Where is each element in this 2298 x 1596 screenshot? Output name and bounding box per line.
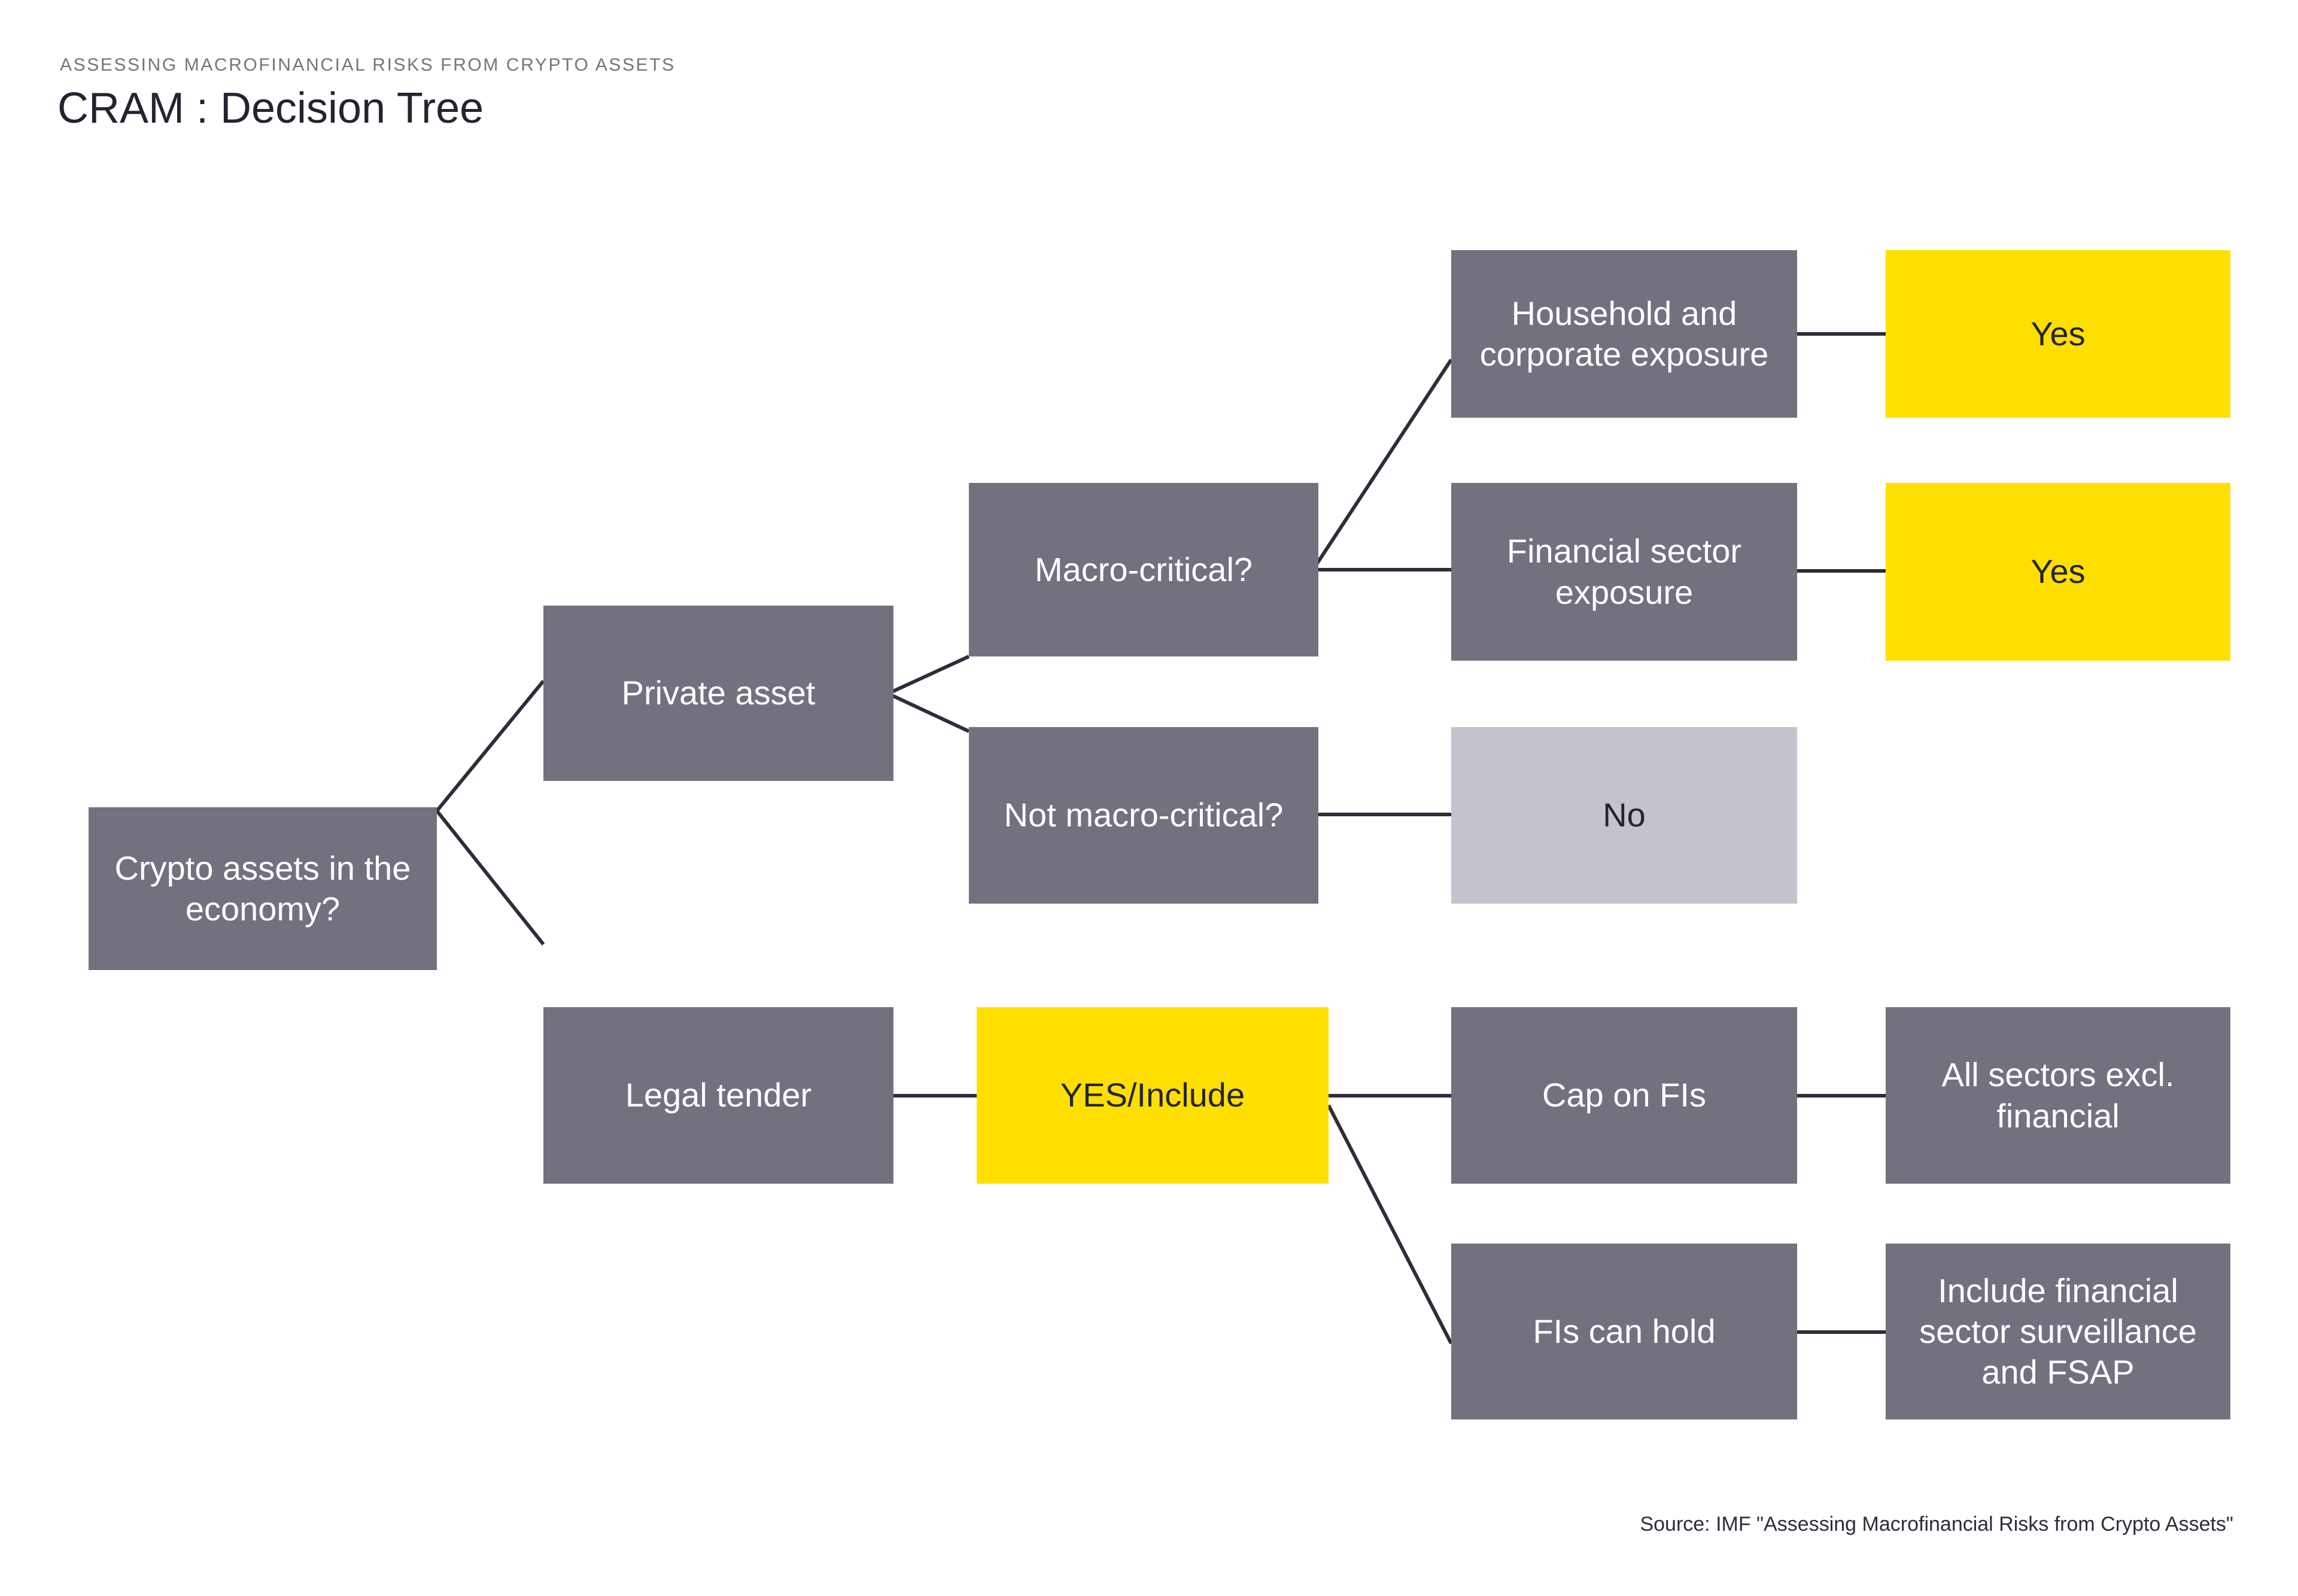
connector-yes-include-to-fis-can-hold — [1327, 1104, 1453, 1345]
node-household-exposure[interactable]: Household and corporate exposure — [1451, 250, 1797, 418]
source-note: Source: IMF "Assessing Macrofinancial Ri… — [1640, 1513, 2233, 1536]
node-include-fsap[interactable]: Include financial sector surveillance an… — [1886, 1244, 2230, 1419]
connector-private-asset-to-macro-critical — [887, 655, 970, 695]
node-cap-on-fis[interactable]: Cap on FIs — [1451, 1007, 1797, 1184]
node-label: Private asset — [621, 674, 816, 712]
node-label: YES/Include — [1060, 1076, 1245, 1114]
node-label: Yes — [2030, 314, 2086, 352]
node-label: Cap on FIs — [1542, 1076, 1706, 1114]
node-fis-can-hold[interactable]: FIs can hold — [1451, 1244, 1797, 1419]
node-label: All sectors excl. financial — [1941, 1056, 2175, 1135]
node-yes-financial[interactable]: Yes — [1886, 483, 2230, 661]
node-yes-include[interactable]: YES/Include — [977, 1007, 1329, 1184]
connector-root-to-private-asset — [435, 680, 545, 812]
node-label: FIs can hold — [1533, 1312, 1716, 1350]
node-not-macro-critical[interactable]: Not macro-critical? — [969, 727, 1318, 904]
node-legal-tender[interactable]: Legal tender — [543, 1007, 893, 1184]
node-all-sectors[interactable]: All sectors excl. financial — [1886, 1007, 2230, 1184]
node-label: Financial sector exposure — [1506, 532, 1742, 611]
node-root[interactable]: Crypto assets in the economy? — [89, 807, 437, 970]
slide-eyebrow: ASSESSING MACROFINANCIAL RISKS FROM CRYP… — [60, 55, 676, 75]
node-label: Legal tender — [625, 1076, 812, 1114]
node-label: Yes — [2030, 552, 2086, 591]
connector-macro-critical-to-household-exposure — [1311, 358, 1453, 571]
node-yes-household[interactable]: Yes — [1886, 250, 2230, 418]
node-label: Include financial sector surveillance an… — [1919, 1271, 2197, 1391]
node-label: Not macro-critical? — [1004, 796, 1284, 834]
node-label: Crypto assets in the economy? — [114, 849, 411, 928]
node-label: Macro-critical? — [1034, 550, 1253, 588]
page-title: CRAM : Decision Tree — [57, 84, 484, 132]
node-financial-exposure[interactable]: Financial sector exposure — [1451, 483, 1797, 661]
connector-private-asset-to-not-macro-critical — [887, 692, 970, 733]
connector-root-to-legal-tender — [435, 810, 545, 946]
node-private-asset[interactable]: Private asset — [543, 606, 893, 781]
node-label: Household and corporate exposure — [1479, 294, 1769, 373]
node-no-outcome[interactable]: No — [1451, 727, 1797, 904]
node-label: No — [1603, 796, 1646, 834]
node-macro-critical[interactable]: Macro-critical? — [969, 483, 1318, 656]
